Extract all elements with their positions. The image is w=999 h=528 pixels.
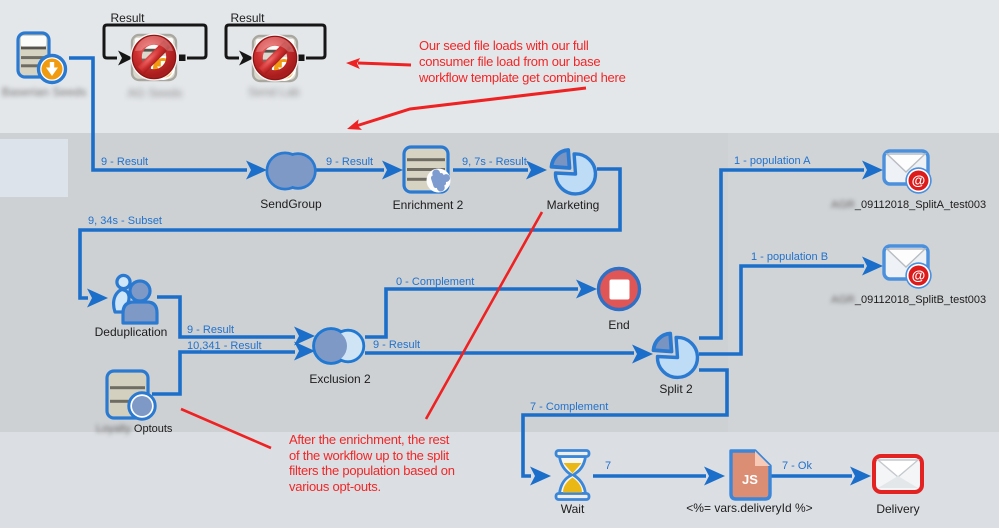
svg-text:@: @ — [912, 267, 926, 283]
svg-text:JS: JS — [742, 472, 758, 487]
svg-text:@: @ — [912, 172, 926, 188]
